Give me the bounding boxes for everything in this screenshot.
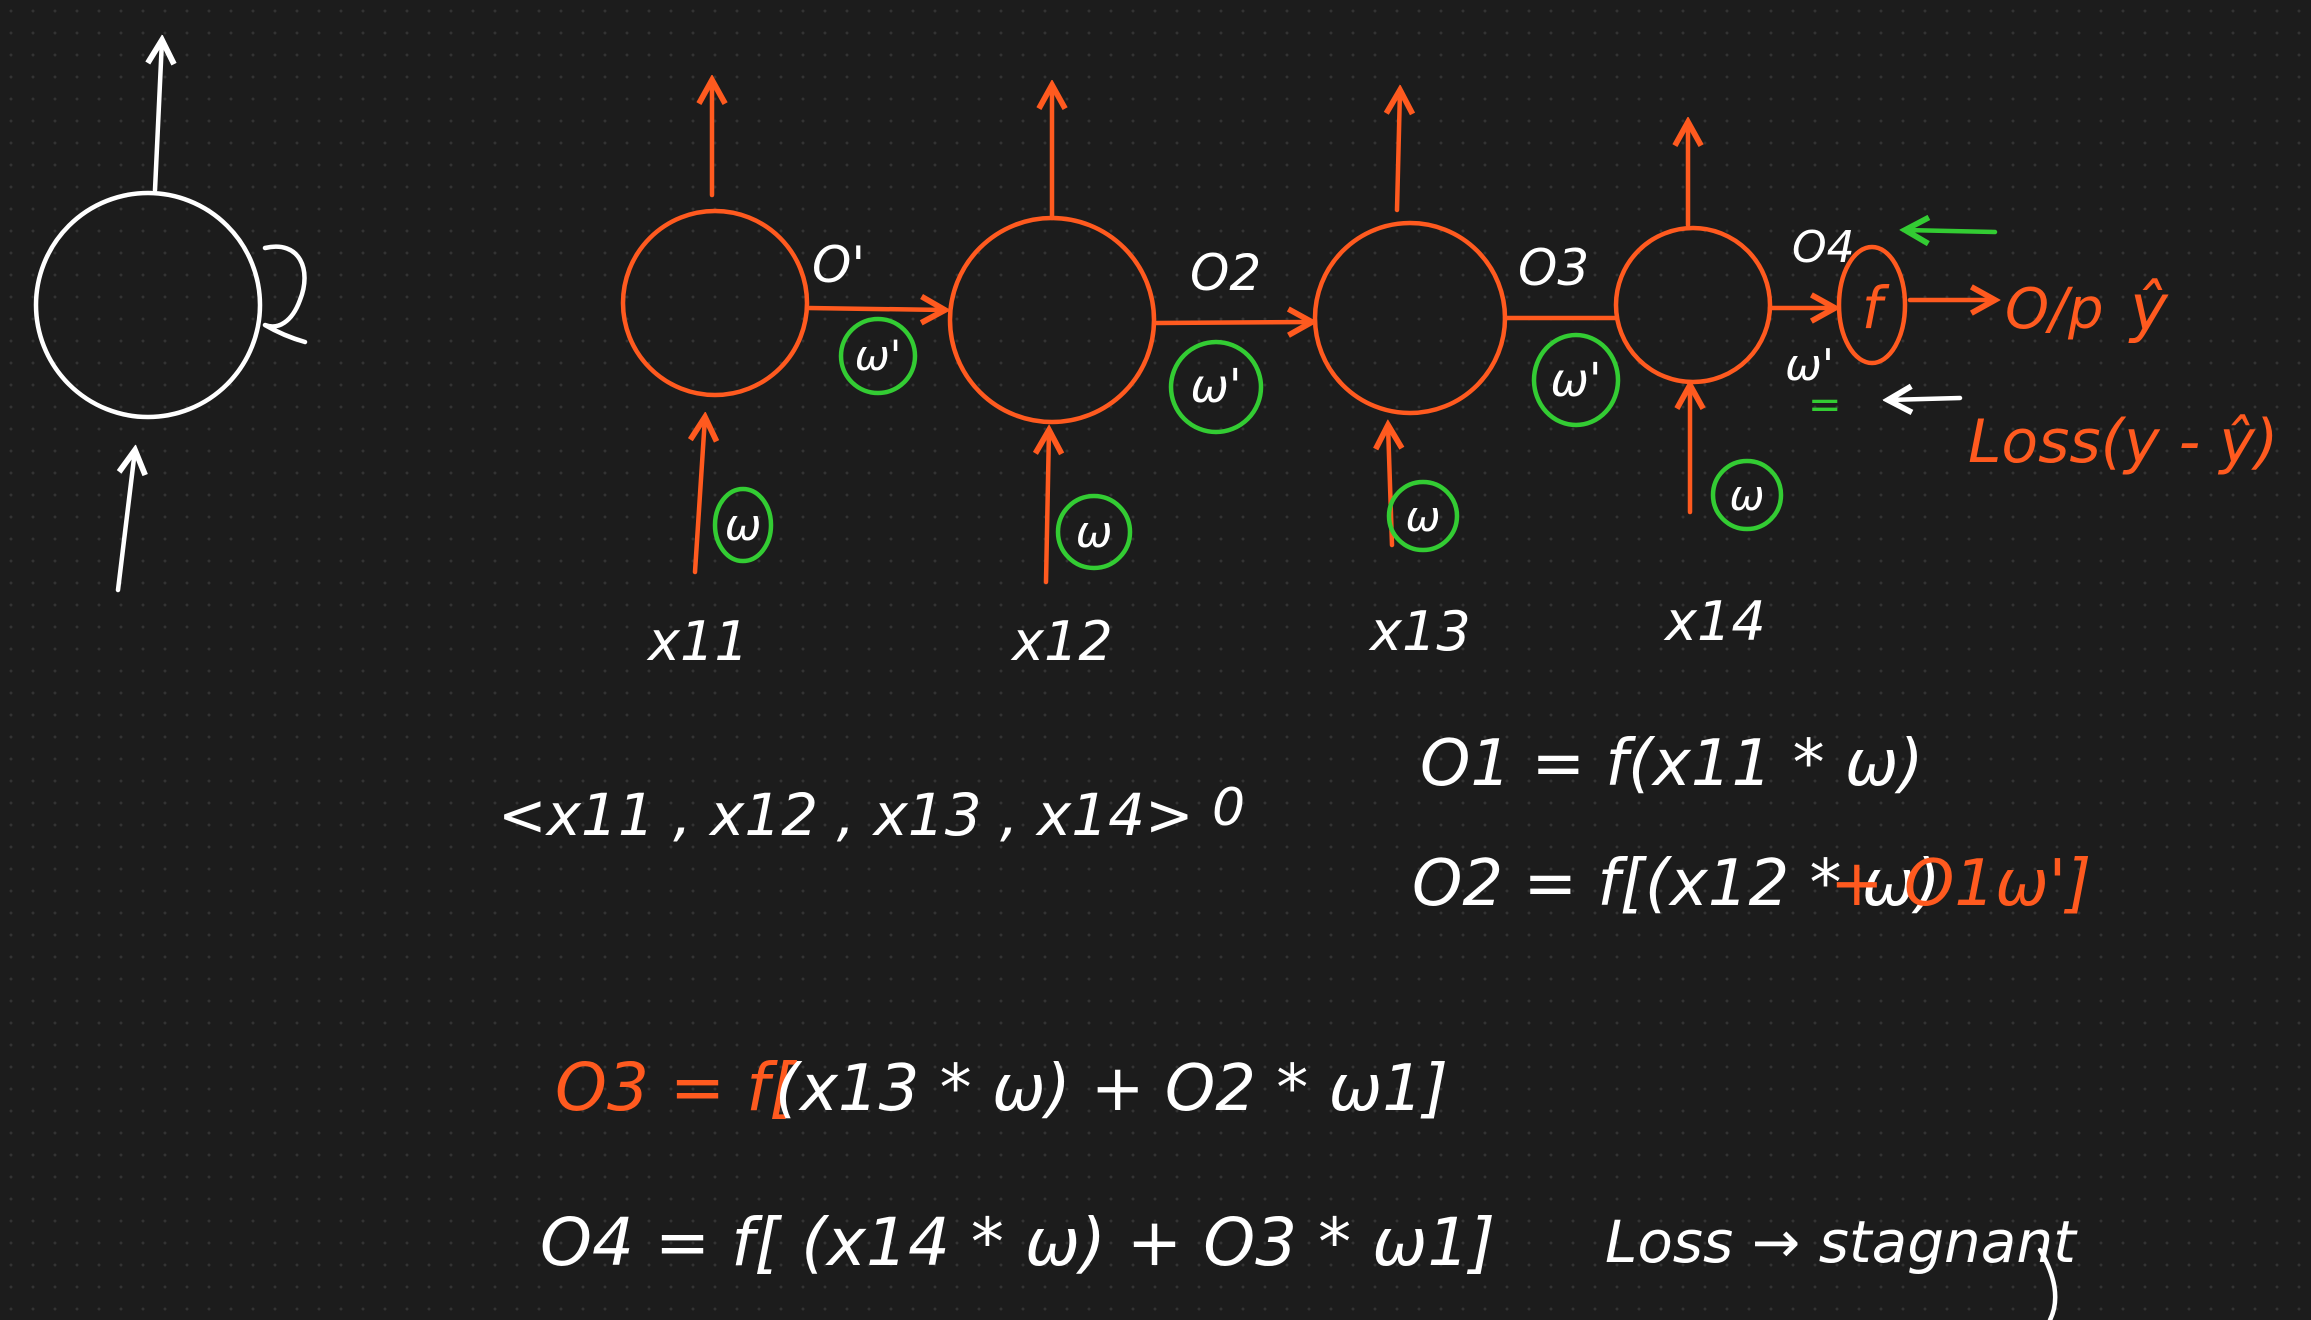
output-label: O/p (2005, 277, 2104, 342)
loss-label: Loss(y - ŷ) (1968, 407, 2278, 477)
rnn-node-2 (947, 215, 1157, 425)
recurrent-arrow-2 (1152, 322, 1312, 323)
final-weight: ω' (1785, 340, 1834, 391)
rnn-node-3 (1312, 220, 1508, 416)
trailing-brace-stroke (2037, 1247, 2058, 1320)
input-weight-circle-1 (712, 486, 774, 564)
rnn-node-1 (620, 208, 810, 398)
input-label-2: x12 (1010, 610, 1113, 673)
hidden-output-4: O4 (1792, 222, 1855, 273)
input-weight-circle-3 (1386, 479, 1460, 553)
recurrent-weight-circle-3 (1531, 332, 1621, 428)
input-label-1: x11 (646, 610, 749, 673)
input-label-4: x14 (1663, 590, 1766, 653)
folded-input-arrow (115, 450, 135, 593)
input-weight-circle-4 (1710, 458, 1784, 532)
hidden-output-2: O2 (1190, 244, 1261, 302)
loss-pointer-arrow (1888, 398, 1963, 400)
input-weight-3: ω (1405, 492, 1440, 541)
activation-node (1836, 244, 1908, 366)
recurrent-weight-circle-1 (838, 316, 918, 396)
input-label-3: x13 (1368, 600, 1471, 663)
hidden-output-3: O3 (1518, 239, 1589, 297)
folded-rnn-node (33, 190, 263, 420)
input-arrow-2 (1046, 430, 1049, 585)
input-arrow-1 (695, 417, 705, 575)
recurrent-weight-circle-2 (1168, 339, 1264, 435)
unrolled-rnn: f O/p ŷ (620, 80, 2169, 585)
recurrent-arrow-1 (805, 308, 945, 310)
y-hat-label: ŷ (2128, 272, 2169, 346)
input-labels: x11 x12 x13 x14 (646, 590, 1766, 673)
input-weight-1: ω (725, 500, 762, 551)
output-arrow-3 (1397, 90, 1400, 213)
hidden-output-labels: O' O2 O3 O4 (812, 222, 1855, 302)
equation-o2-tail: + O1ω'] (1830, 847, 2091, 921)
equations: <x11 , x12 , x13 , x14> 0 O1 = f(x11 * ω… (498, 727, 2091, 1320)
loss-stagnant-note: Loss → stagnant (1605, 1208, 2078, 1276)
recurrent-loop-arrow (262, 244, 308, 345)
folded-rnn-cell (33, 40, 308, 593)
input-weight-circle-2 (1055, 493, 1133, 571)
final-weight-mark: = (1808, 382, 1842, 428)
folded-output-arrow (155, 40, 162, 193)
recurrent-weight-1: ω' (855, 331, 902, 380)
recurrent-weight-2: ω' (1190, 359, 1241, 413)
sequence-notation: <x11 , x12 , x13 , x14> (498, 781, 1194, 849)
input-weight-2: ω (1076, 507, 1113, 558)
rnn-node-4 (1613, 225, 1773, 385)
weight-annotations: ω ω ω ω ω' ω' ω' ω' = (712, 316, 1842, 571)
equation-o3-tail: (x13 * ω) + O2 * ω1] (775, 1052, 1448, 1126)
zero-label: 0 (1212, 778, 1245, 838)
hidden-output-1: O' (812, 236, 865, 294)
recurrent-weight-3: ω' (1550, 353, 1601, 407)
equation-o1: O1 = f(x11 * ω) (1420, 727, 1923, 801)
equation-o2-head: O2 = f[(x12 * ω) (1412, 847, 1940, 921)
backprop-arrow (1905, 230, 1998, 232)
input-weight-4: ω (1729, 471, 1764, 520)
activation-label: f (1862, 274, 1890, 342)
equation-o4: O4 = f[ (x14 * ω) + O3 * ω1] (540, 1204, 1495, 1281)
equation-o3-head: O3 = f[ (555, 1049, 797, 1126)
